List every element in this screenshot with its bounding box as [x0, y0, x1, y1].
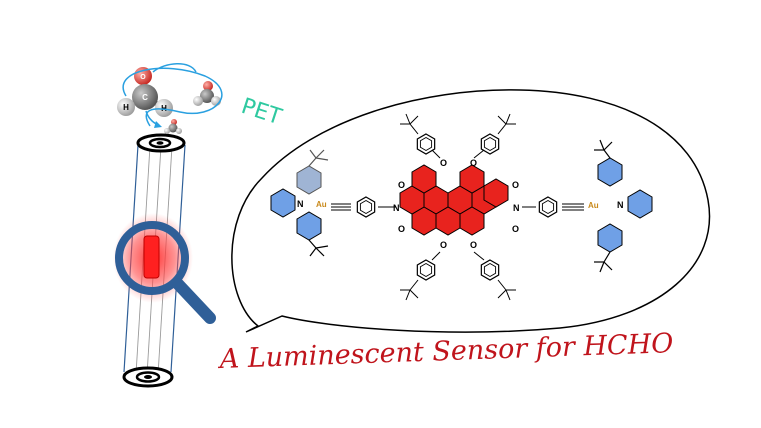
hcho-molecule-small [164, 119, 182, 134]
oxygen-label: O [398, 180, 405, 190]
right-gold-complex: Au N [522, 139, 653, 273]
oxygen-label: O [470, 240, 477, 250]
oxygen-label: O [440, 240, 447, 250]
hcho-molecule-large: O C H H [117, 67, 173, 117]
gold-label: Au [588, 201, 599, 210]
magnifier-icon [115, 221, 216, 324]
oxygen-label: O [440, 158, 447, 168]
nitrogen-label: N [617, 200, 624, 210]
gold-label: Au [316, 200, 327, 209]
atom-label-h: H [123, 103, 129, 112]
phenoxy-substituents [400, 113, 516, 301]
hcho-molecule-medium [193, 81, 221, 106]
fiber-bottom-end [122, 366, 174, 388]
nitrogen-label: N [393, 203, 400, 213]
left-gold-complex: N Au [270, 149, 396, 257]
oxygen-label: O [470, 158, 477, 168]
diffusion-arrows [122, 63, 223, 128]
pet-label: PET [238, 94, 285, 130]
oxygen-label: O [512, 180, 519, 190]
title: A Luminescent Sensor for HCHO [216, 328, 674, 375]
oxygen-label: O [398, 224, 405, 234]
perylene-core: N N O O O O O O O O [393, 158, 520, 250]
atom-label-o: O [140, 74, 146, 81]
molecular-structure: N Au N N O O O O O O [270, 113, 653, 301]
nitrogen-label: N [297, 199, 304, 209]
fiber-top-end [136, 133, 186, 153]
atom-label-c: C [142, 93, 148, 102]
nitrogen-label: N [513, 203, 520, 213]
oxygen-label: O [512, 224, 519, 234]
